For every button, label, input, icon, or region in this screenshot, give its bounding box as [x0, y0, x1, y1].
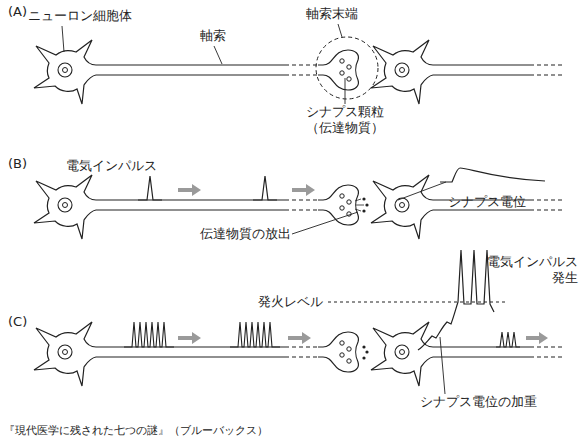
threshold-label: 発火レベル [258, 294, 323, 310]
part-label: 軸索 [200, 28, 226, 44]
neuron-pair [34, 322, 565, 386]
impulse-burst [124, 322, 174, 347]
figure-caption: 『現代医学に残された七つの謎』（ブルーバックス） [4, 424, 268, 438]
released-transmitter [365, 350, 368, 353]
leader-line [440, 337, 445, 394]
impulse-spike [253, 176, 277, 200]
signal-label: シナプス電位 [448, 194, 526, 210]
direction-arrow [178, 332, 201, 344]
released-transmitter [362, 345, 365, 348]
leader-line [62, 24, 345, 104]
released-transmitter [362, 197, 365, 200]
synaptic-potential-trace [440, 168, 545, 182]
part-label: 軸索末端 [306, 6, 358, 22]
direction-arrow [288, 332, 311, 344]
released-transmitter [362, 356, 365, 359]
signal-label: 電気インパルス [66, 158, 157, 174]
terminal-highlight [316, 37, 378, 99]
leader-line [292, 182, 446, 234]
direction-arrow [292, 184, 315, 196]
signal-label: 電気インパルス 発生 [480, 254, 578, 286]
impulse-burst [496, 332, 520, 347]
direction-arrow [178, 184, 201, 196]
release-arrow [355, 199, 364, 211]
impulse-spike [138, 176, 162, 200]
panel-label: (A) [8, 4, 27, 20]
process-label: シナプス電位の加重 [420, 394, 537, 410]
summation-trace [418, 250, 494, 350]
part-label: シナプス顆粒 （伝達物質） [302, 104, 388, 136]
released-transmitter [362, 209, 365, 212]
impulse-burst [230, 322, 280, 347]
neuron-pair [34, 175, 565, 239]
panel-label: (C) [8, 314, 27, 330]
firing-threshold-line [328, 302, 508, 303]
panel-label: (B) [8, 156, 27, 172]
released-transmitter [365, 203, 368, 206]
direction-arrow [526, 332, 548, 344]
neuron-pair [34, 40, 565, 104]
process-label: 伝達物質の放出 [200, 226, 291, 242]
part-label: ニューロン細胞体 [28, 8, 132, 24]
